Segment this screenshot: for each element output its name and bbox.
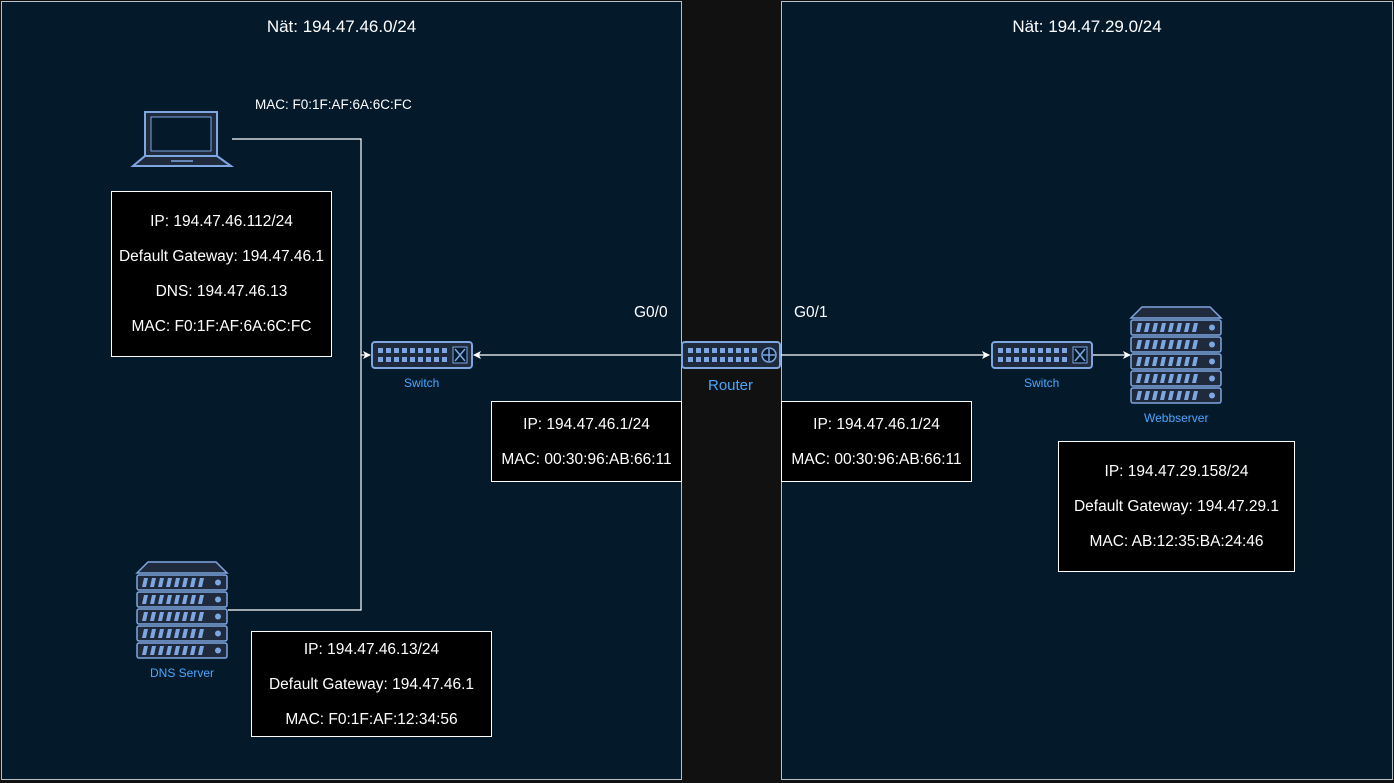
laptop-mac: MAC: F0:1F:AF:6A:6C:FC [131,318,312,335]
webserver-info-box: IP: 194.47.29.158/24 Default Gateway: 19… [1058,441,1295,572]
switch-left-label: Switch [404,376,440,390]
dns-server-gateway: Default Gateway: 194.47.46.1 [268,675,475,693]
router-left-ip: IP: 194.47.46.1/24 [523,415,650,433]
router-port-right: G0/1 [794,304,828,321]
webserver-gateway: Default Gateway: 194.47.29.1 [1073,498,1280,515]
laptop-icon [130,111,235,167]
webserver-ip: IP: 194.47.29.158/24 [1104,463,1249,480]
switch-left-icon [371,341,473,369]
router-right-mac: MAC: 00:30:96:AB:66:11 [791,450,962,468]
laptop-ip: IP: 194.47.46.112/24 [150,213,293,230]
laptop-mac-caption: MAC: F0:1F:AF:6A:6C:FC [255,97,412,112]
dns-server-icon [135,561,229,659]
webserver-icon [1129,306,1223,404]
router-info-right: IP: 194.47.46.1/24 MAC: 00:30:96:AB:66:1… [781,401,972,482]
router-right-ip: IP: 194.47.46.1/24 [813,415,940,433]
webserver-label: Webbserver [1144,411,1209,425]
router-label: Router [708,377,754,394]
dns-server-ip: IP: 194.47.46.13/24 [303,640,440,658]
laptop-gateway: Default Gateway: 194.47.46.1 [118,248,325,265]
wire-dns-switch [228,355,362,611]
dns-server-label: DNS Server [150,666,215,680]
dns-server-info-box: IP: 194.47.46.13/24 Default Gateway: 194… [251,631,492,737]
router-port-left: G0/0 [634,304,668,321]
switch-right-icon [991,341,1093,369]
laptop-info-box: IP: 194.47.46.112/24 Default Gateway: 19… [111,191,332,357]
router-left-mac: MAC: 00:30:96:AB:66:11 [501,450,672,468]
webserver-mac: MAC: AB:12:35:BA:24:46 [1089,533,1264,550]
router-icon [681,341,781,369]
laptop-dns: DNS: 194.47.46.13 [155,283,288,300]
switch-right-label: Switch [1024,376,1060,390]
dns-server-mac: MAC: F0:1F:AF:12:34:56 [285,710,458,728]
network-area-right: Nät: 194.47.29.0/24 [781,1,1393,780]
wire-laptop-switch [232,138,371,359]
router-info-left: IP: 194.47.46.1/24 MAC: 00:30:96:AB:66:1… [491,401,682,482]
network-title-left: Nät: 194.47.46.0/24 [266,17,417,36]
network-title-right: Nät: 194.47.29.0/24 [1012,17,1162,36]
